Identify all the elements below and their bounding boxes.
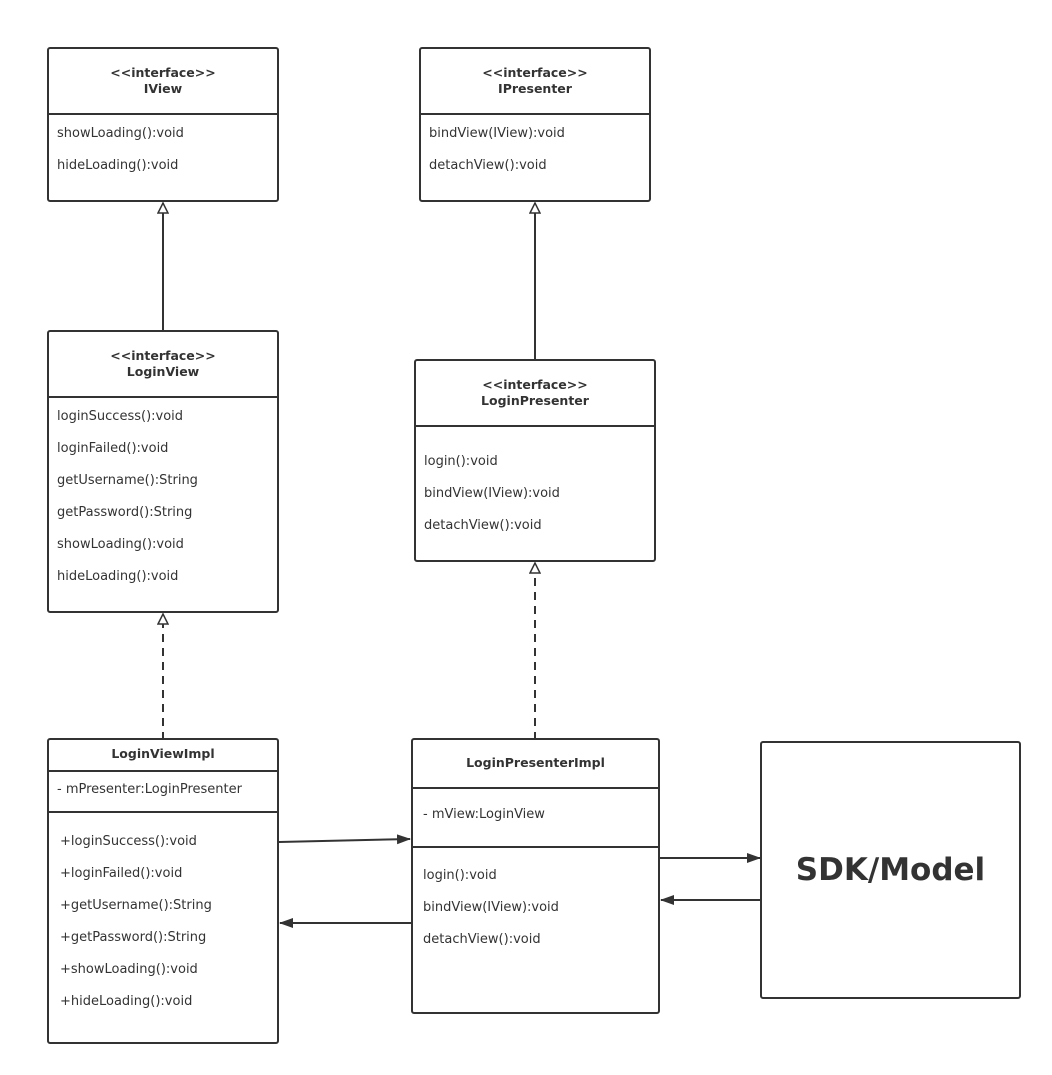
class-name: IView bbox=[143, 81, 183, 96]
method-item: bindView(IView):void bbox=[429, 126, 565, 141]
method-item: detachView():void bbox=[423, 932, 541, 947]
method-item: +getPassword():String bbox=[60, 930, 207, 945]
stereotype-label: <<interface>> bbox=[110, 65, 216, 80]
method-item: bindView(IView):void bbox=[424, 486, 560, 501]
method-item: hideLoading():void bbox=[57, 158, 179, 173]
class-name: LoginPresenter bbox=[481, 393, 589, 408]
method-item: loginSuccess():void bbox=[57, 409, 184, 424]
methods-section: login():void bindView(IView):void detach… bbox=[416, 427, 654, 542]
class-iview: <<interface>> IView showLoading():void h… bbox=[47, 47, 279, 202]
attribute-item: - mView:LoginView bbox=[423, 807, 545, 822]
class-name: LoginViewImpl bbox=[111, 746, 215, 761]
class-name: LoginPresenterImpl bbox=[466, 755, 605, 770]
class-header: LoginPresenterImpl bbox=[413, 740, 658, 789]
method-item: login():void bbox=[423, 868, 497, 883]
attribute-item: - mPresenter:LoginPresenter bbox=[57, 782, 242, 797]
method-item: loginFailed():void bbox=[57, 441, 169, 456]
class-header: LoginViewImpl bbox=[49, 740, 277, 772]
class-header: <<interface>> IPresenter bbox=[421, 49, 649, 115]
class-ipresenter: <<interface>> IPresenter bindView(IView)… bbox=[419, 47, 651, 202]
method-item: bindView(IView):void bbox=[423, 900, 559, 915]
method-item: +showLoading():void bbox=[60, 962, 198, 977]
class-header: <<interface>> IView bbox=[49, 49, 277, 115]
method-item: hideLoading():void bbox=[57, 569, 179, 584]
method-item: +loginFailed():void bbox=[60, 866, 183, 881]
method-item: getUsername():String bbox=[57, 473, 198, 488]
class-name: IPresenter bbox=[498, 81, 572, 96]
class-header: <<interface>> LoginView bbox=[49, 332, 277, 398]
class-loginpresenter: <<interface>> LoginPresenter login():voi… bbox=[414, 359, 656, 562]
stereotype-label: <<interface>> bbox=[482, 377, 588, 392]
association-viewimpl-to-presenterimpl bbox=[278, 834, 411, 845]
method-item: detachView():void bbox=[424, 518, 542, 533]
methods-section: showLoading():void hideLoading():void bbox=[49, 115, 277, 182]
methods-section: loginSuccess():void loginFailed():void g… bbox=[49, 398, 277, 593]
class-loginview: <<interface>> LoginView loginSuccess():v… bbox=[47, 330, 279, 613]
class-loginpresenterimpl: LoginPresenterImpl - mView:LoginView log… bbox=[411, 738, 660, 1014]
method-item: detachView():void bbox=[429, 158, 547, 173]
stereotype-label: <<interface>> bbox=[110, 348, 216, 363]
attributes-section: - mView:LoginView bbox=[413, 789, 658, 848]
class-loginviewimpl: LoginViewImpl - mPresenter:LoginPresente… bbox=[47, 738, 279, 1044]
methods-section: bindView(IView):void detachView():void bbox=[421, 115, 649, 182]
methods-section: login():void bindView(IView):void detach… bbox=[413, 848, 658, 956]
attributes-section: - mPresenter:LoginPresenter bbox=[49, 772, 277, 813]
model-box: SDK/Model bbox=[760, 741, 1021, 999]
method-item: showLoading():void bbox=[57, 537, 184, 552]
method-item: +getUsername():String bbox=[60, 898, 212, 913]
method-item: +hideLoading():void bbox=[60, 994, 193, 1009]
method-item: showLoading():void bbox=[57, 126, 184, 141]
class-header: <<interface>> LoginPresenter bbox=[416, 361, 654, 427]
model-label: SDK/Model bbox=[795, 852, 986, 888]
class-name: LoginView bbox=[126, 364, 200, 379]
method-item: +loginSuccess():void bbox=[60, 834, 197, 849]
method-item: login():void bbox=[424, 454, 498, 469]
methods-section: +loginSuccess():void +loginFailed():void… bbox=[49, 813, 277, 1018]
method-item: getPassword():String bbox=[57, 505, 193, 520]
stereotype-label: <<interface>> bbox=[482, 65, 588, 80]
